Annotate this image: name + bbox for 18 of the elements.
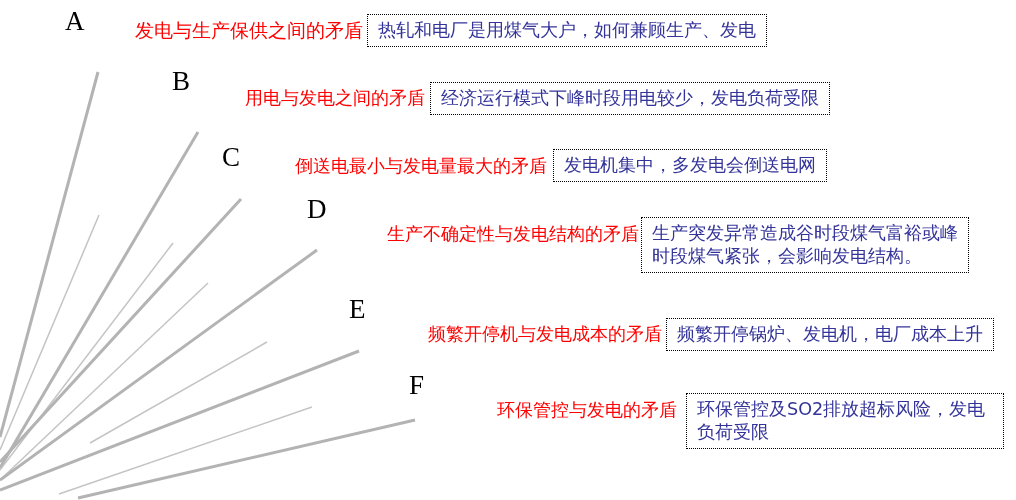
letter-label: D xyxy=(307,196,327,223)
description-box: 环保管控及SO2排放超标风险，发电负荷受限 xyxy=(686,393,1004,449)
letter-label: B xyxy=(172,68,190,95)
heading-text: 频繁开停机与发电成本的矛盾 xyxy=(428,323,662,346)
description-box: 频繁开停锅炉、发电机，电厂成本上升 xyxy=(666,318,994,351)
heading-text: 生产不确定性与发电结构的矛盾 xyxy=(387,222,639,245)
description-box: 发电机集中，多发电会倒送电网 xyxy=(553,149,827,182)
letter-label: F xyxy=(409,372,425,399)
letter-label: C xyxy=(222,144,240,171)
heading-text: 环保管控与发电的矛盾 xyxy=(497,398,677,421)
heading-text: 发电与生产保供之间的矛盾 xyxy=(135,19,363,42)
letter-label: A xyxy=(65,8,85,35)
description-box: 生产突发异常造成谷时段煤气富裕或峰时段煤气紧张，会影响发电结构。 xyxy=(641,217,969,273)
heading-text: 倒送电最小与发电量最大的矛盾 xyxy=(295,154,547,177)
letter-label: E xyxy=(349,296,366,323)
description-box: 经济运行模式下峰时段用电较少，发电负荷受限 xyxy=(430,82,830,115)
description-box: 热轧和电厂是用煤气大户，如何兼顾生产、发电 xyxy=(367,14,767,47)
heading-text: 用电与发电之间的矛盾 xyxy=(245,87,425,110)
